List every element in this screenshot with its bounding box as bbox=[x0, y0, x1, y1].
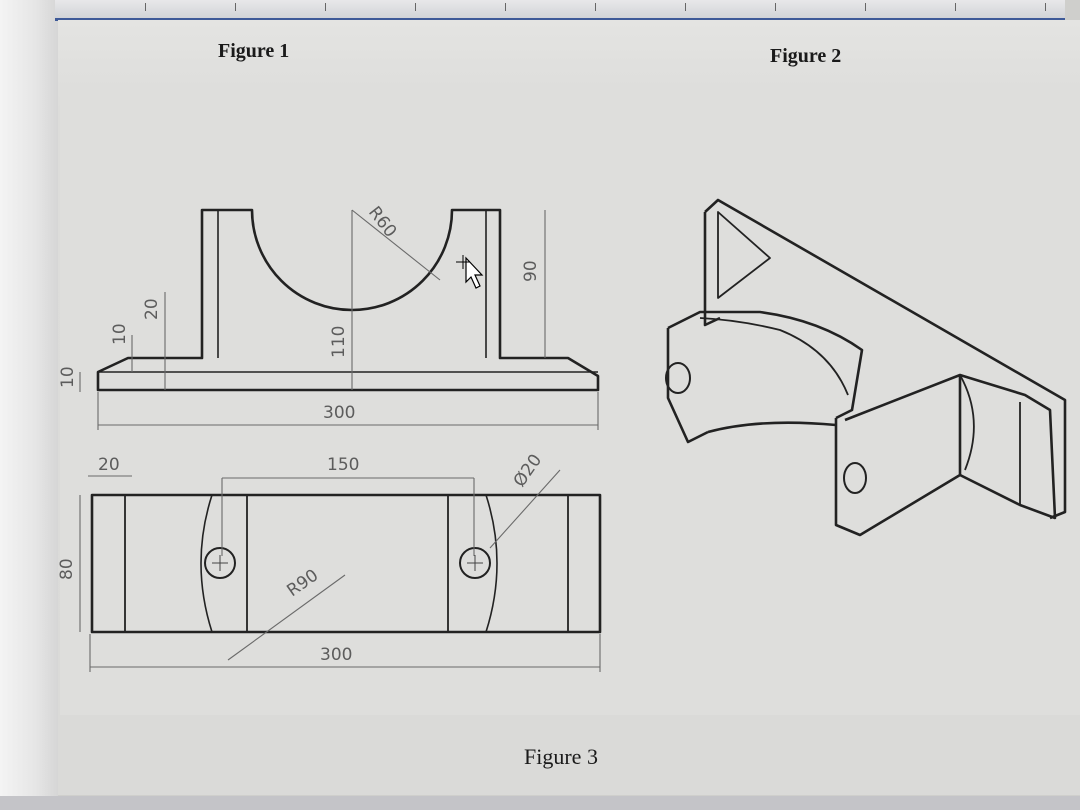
top-view-outline bbox=[90, 493, 602, 634]
dim-90: 90 bbox=[521, 260, 541, 282]
dim-150: 150 bbox=[327, 455, 359, 475]
dim-20-top: 20 bbox=[98, 455, 120, 475]
dim-20-side: 20 bbox=[142, 298, 162, 320]
hole-left bbox=[204, 547, 236, 579]
dim-10-base: 10 bbox=[58, 366, 78, 388]
horizontal-ruler[interactable] bbox=[55, 0, 1065, 21]
dim-300-front: 300 bbox=[323, 403, 355, 423]
dim-80: 80 bbox=[57, 558, 77, 580]
left-margin bbox=[0, 0, 58, 810]
figure-1-caption: Figure 1 bbox=[218, 40, 290, 62]
dim-10-side: 10 bbox=[110, 323, 130, 345]
drawing-image[interactable] bbox=[60, 95, 1080, 715]
dim-r60: R60 bbox=[364, 203, 400, 242]
figure-2-caption: Figure 2 bbox=[770, 45, 842, 67]
front-view-outline bbox=[96, 208, 600, 392]
hole-right bbox=[459, 547, 491, 579]
move-cursor-icon bbox=[456, 255, 484, 289]
dim-110: 110 bbox=[329, 326, 349, 358]
isometric-view bbox=[665, 198, 1067, 537]
figure-3-caption: Figure 3 bbox=[524, 744, 598, 769]
dim-dia20: Ø20 bbox=[510, 451, 546, 491]
status-bar bbox=[0, 796, 1080, 810]
dim-300-top: 300 bbox=[320, 645, 352, 665]
